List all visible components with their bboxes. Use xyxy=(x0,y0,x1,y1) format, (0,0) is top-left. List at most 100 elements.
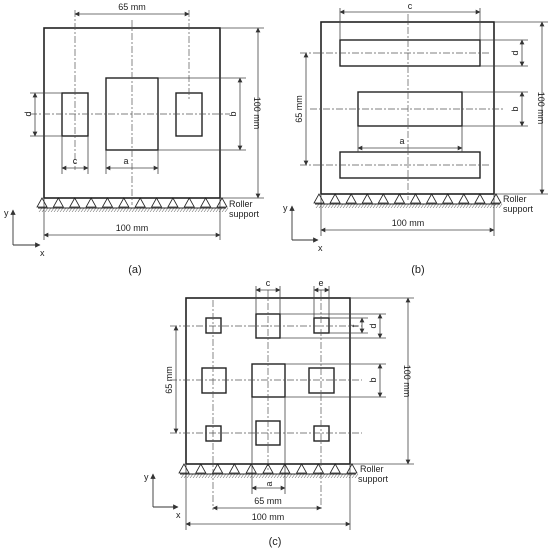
roller-triangle xyxy=(167,197,179,208)
ground-hatch xyxy=(321,473,326,479)
ground-hatch xyxy=(447,203,452,209)
ground-hatch xyxy=(44,207,49,213)
ground-hatch xyxy=(203,207,208,213)
ground-hatch xyxy=(146,207,151,213)
ground-hatch xyxy=(438,203,443,209)
dim-a-top: 65 mm xyxy=(118,2,146,12)
ground-hatch xyxy=(303,473,308,479)
ground-hatch xyxy=(219,473,224,479)
roller-triangle xyxy=(262,463,274,474)
hole-c-mr xyxy=(308,367,335,394)
ground-hatch xyxy=(267,473,272,479)
ground-hatch xyxy=(95,207,100,213)
ground-hatch xyxy=(56,207,61,213)
ground-hatch xyxy=(110,207,115,213)
ground-hatch xyxy=(330,473,335,479)
ground-hatch xyxy=(318,203,323,209)
label-a-c: c xyxy=(73,156,78,166)
ground-hatch xyxy=(393,203,398,209)
ground-hatch xyxy=(288,473,293,479)
ground-hatch xyxy=(173,207,178,213)
roller-triangle xyxy=(36,197,48,208)
ground-hatch xyxy=(89,207,94,213)
ground-hatch xyxy=(342,473,347,479)
ground-hatch xyxy=(234,473,239,479)
roller-triangle xyxy=(329,463,341,474)
axis-b-x: x xyxy=(318,243,323,253)
ground-hatch xyxy=(252,473,257,479)
ground-hatch xyxy=(255,473,260,479)
ground-hatch xyxy=(441,203,446,209)
ground-hatch xyxy=(179,207,184,213)
ground-hatch xyxy=(182,207,187,213)
ground-hatch xyxy=(444,203,449,209)
ground-hatch xyxy=(113,207,118,213)
ground-hatch xyxy=(279,473,284,479)
ground-hatch xyxy=(243,473,248,479)
ground-hatch xyxy=(231,473,236,479)
label-c-a: a xyxy=(264,481,274,486)
ground-hatch xyxy=(200,207,205,213)
hole-c-tl xyxy=(205,317,222,334)
label-b-b: b xyxy=(510,106,520,111)
ground-hatch xyxy=(246,473,251,479)
ground-hatch xyxy=(198,473,203,479)
axis-a-x: x xyxy=(40,248,45,258)
ground-hatch xyxy=(375,203,380,209)
ground-hatch xyxy=(339,473,344,479)
dim-b-right: 100 mm xyxy=(536,92,546,125)
ground-hatch xyxy=(351,203,356,209)
ground-hatch xyxy=(306,473,311,479)
support-a-line1: Roller xyxy=(229,199,253,209)
roller-triangle xyxy=(199,197,212,208)
hole-c-br xyxy=(313,425,330,442)
ground-hatch xyxy=(321,203,326,209)
ground-hatch xyxy=(294,473,299,479)
label-a-d: d xyxy=(23,111,33,116)
roller-triangle xyxy=(118,197,130,208)
ground-hatch xyxy=(414,203,419,209)
ground-hatch xyxy=(348,203,353,209)
ground-hatch xyxy=(291,473,296,479)
dim-c-bottom: 100 mm xyxy=(252,512,285,522)
ground-hatch xyxy=(38,207,43,213)
ground-hatch xyxy=(152,207,157,213)
ground-hatch xyxy=(164,207,169,213)
roller-triangle xyxy=(346,463,358,474)
ground-hatch xyxy=(387,203,392,209)
dim-c-bottom-inner: 65 mm xyxy=(254,496,282,506)
dim-c-right: 100 mm xyxy=(402,365,412,398)
roller-support-a xyxy=(36,197,229,213)
hole-c-bl xyxy=(205,425,222,442)
label-c-d: d xyxy=(368,323,378,328)
ground-hatch xyxy=(240,473,245,479)
dim-b-bottom: 100 mm xyxy=(392,218,425,228)
roller-support-b xyxy=(313,193,503,209)
ground-hatch xyxy=(62,207,67,213)
ground-hatch xyxy=(270,473,275,479)
ground-hatch xyxy=(315,473,320,479)
ground-hatch xyxy=(324,203,329,209)
ground-hatch xyxy=(330,203,335,209)
ground-hatch xyxy=(65,207,70,213)
ground-hatch xyxy=(480,203,485,209)
ground-hatch xyxy=(158,207,163,213)
ground-hatch xyxy=(378,203,383,209)
ground-hatch xyxy=(315,203,320,209)
ground-hatch xyxy=(309,473,314,479)
ground-hatch xyxy=(285,473,290,479)
ground-hatch xyxy=(297,473,302,479)
ground-hatch xyxy=(143,207,148,213)
label-b-a: a xyxy=(399,136,404,146)
ground-hatch xyxy=(222,473,227,479)
ground-hatch xyxy=(228,473,233,479)
roller-triangle xyxy=(345,193,357,204)
label-a-a: a xyxy=(123,156,128,166)
caption-a: (a) xyxy=(128,264,141,276)
centerlines-a xyxy=(30,10,230,205)
roller-triangle xyxy=(490,193,502,204)
centerlines-b xyxy=(300,14,505,200)
ground-hatch xyxy=(456,203,461,209)
ground-hatch xyxy=(348,473,353,479)
